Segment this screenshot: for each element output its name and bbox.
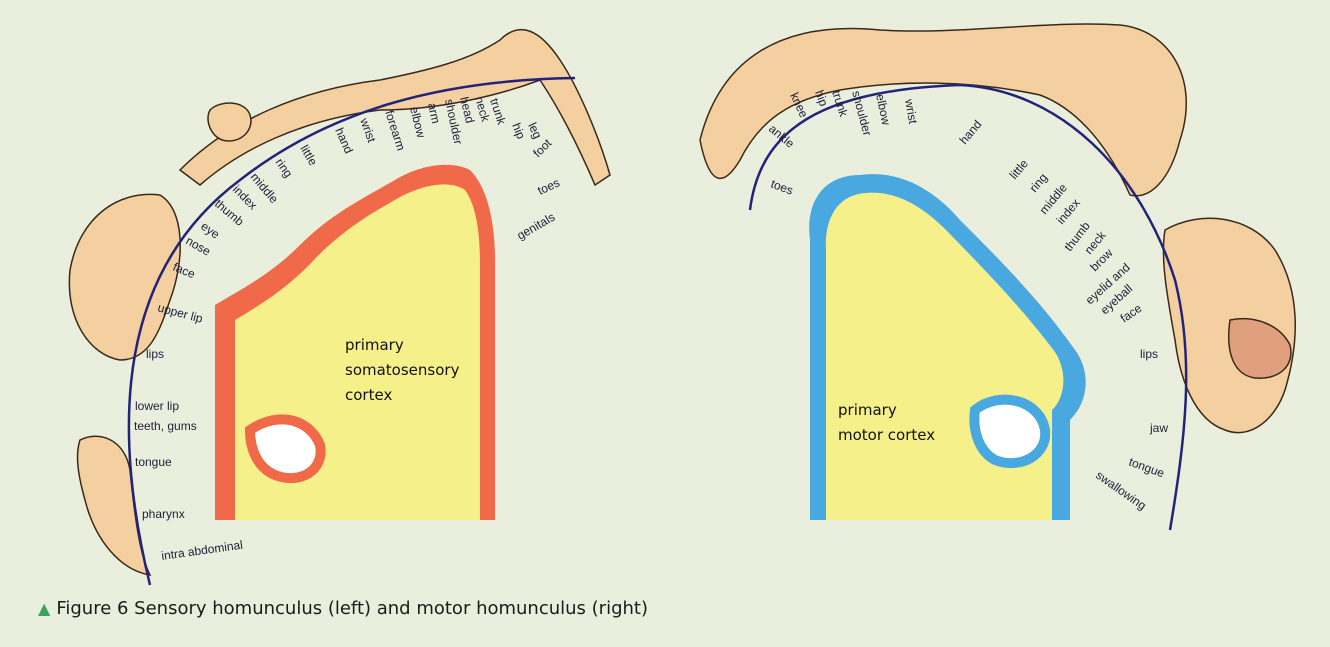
motor-label-hand: hand (957, 117, 985, 146)
sensory-label-tongue: tongue (135, 455, 172, 469)
sensory-label-elbow: elbow (407, 105, 428, 139)
svg-text:cortex: cortex (345, 386, 392, 404)
sensory-label-arm: arm (425, 102, 443, 125)
sensory-label-ring: ring (273, 156, 296, 180)
motor-label-trunk: trunk (829, 89, 851, 120)
sensory-label-eye: eye (198, 219, 222, 242)
svg-text:primary: primary (838, 401, 897, 419)
sensory-label-upper-lip: upper lip (156, 300, 204, 326)
motor-label-ring: ring (1027, 171, 1051, 195)
motor-label-wrist: wrist (902, 97, 920, 125)
motor-label-elbow: elbow (873, 93, 893, 127)
figure-caption: ▲ Figure 6 Sensory homunculus (left) and … (38, 598, 648, 619)
sensory-label-toes: toes (535, 175, 561, 197)
sensory-label-forearm: forearm (382, 109, 408, 153)
sensory-label-intra-abdominal: intra abdominal (160, 538, 243, 563)
motor-label-lips: lips (1140, 347, 1158, 361)
motor-label-swallowing: swallowing (1093, 468, 1149, 513)
svg-text:somatosensory: somatosensory (345, 361, 460, 379)
sensory-label-hip: hip (509, 121, 528, 141)
sensory-label-lips: lips (146, 347, 164, 361)
motor-label-ankle: ankle (766, 122, 797, 151)
sensory-label-teeth-gums: teeth, gums (134, 419, 197, 433)
sensory-label-pharynx: pharynx (142, 507, 185, 521)
svg-text:primary: primary (345, 336, 404, 354)
motor-cortex (809, 174, 1085, 520)
sensory-label-hand: hand (332, 126, 356, 156)
motor-label-face: face (1118, 301, 1145, 326)
svg-text:motor cortex: motor cortex (838, 426, 935, 444)
motor-label-tongue: tongue (1127, 455, 1167, 481)
sensory-label-wrist: wrist (357, 115, 379, 145)
sensory-label-little: little (297, 143, 320, 169)
motor-label-little: little (1007, 156, 1032, 182)
motor-label-jaw: jaw (1149, 421, 1168, 435)
sensory-label-genitals: genitals (515, 210, 558, 243)
sensory-label-lower-lip: lower lip (135, 399, 179, 413)
caption-text: Figure 6 Sensory homunculus (left) and m… (56, 598, 648, 619)
caption-triangle-icon: ▲ (38, 599, 50, 618)
motor-label-toes: toes (769, 177, 795, 198)
